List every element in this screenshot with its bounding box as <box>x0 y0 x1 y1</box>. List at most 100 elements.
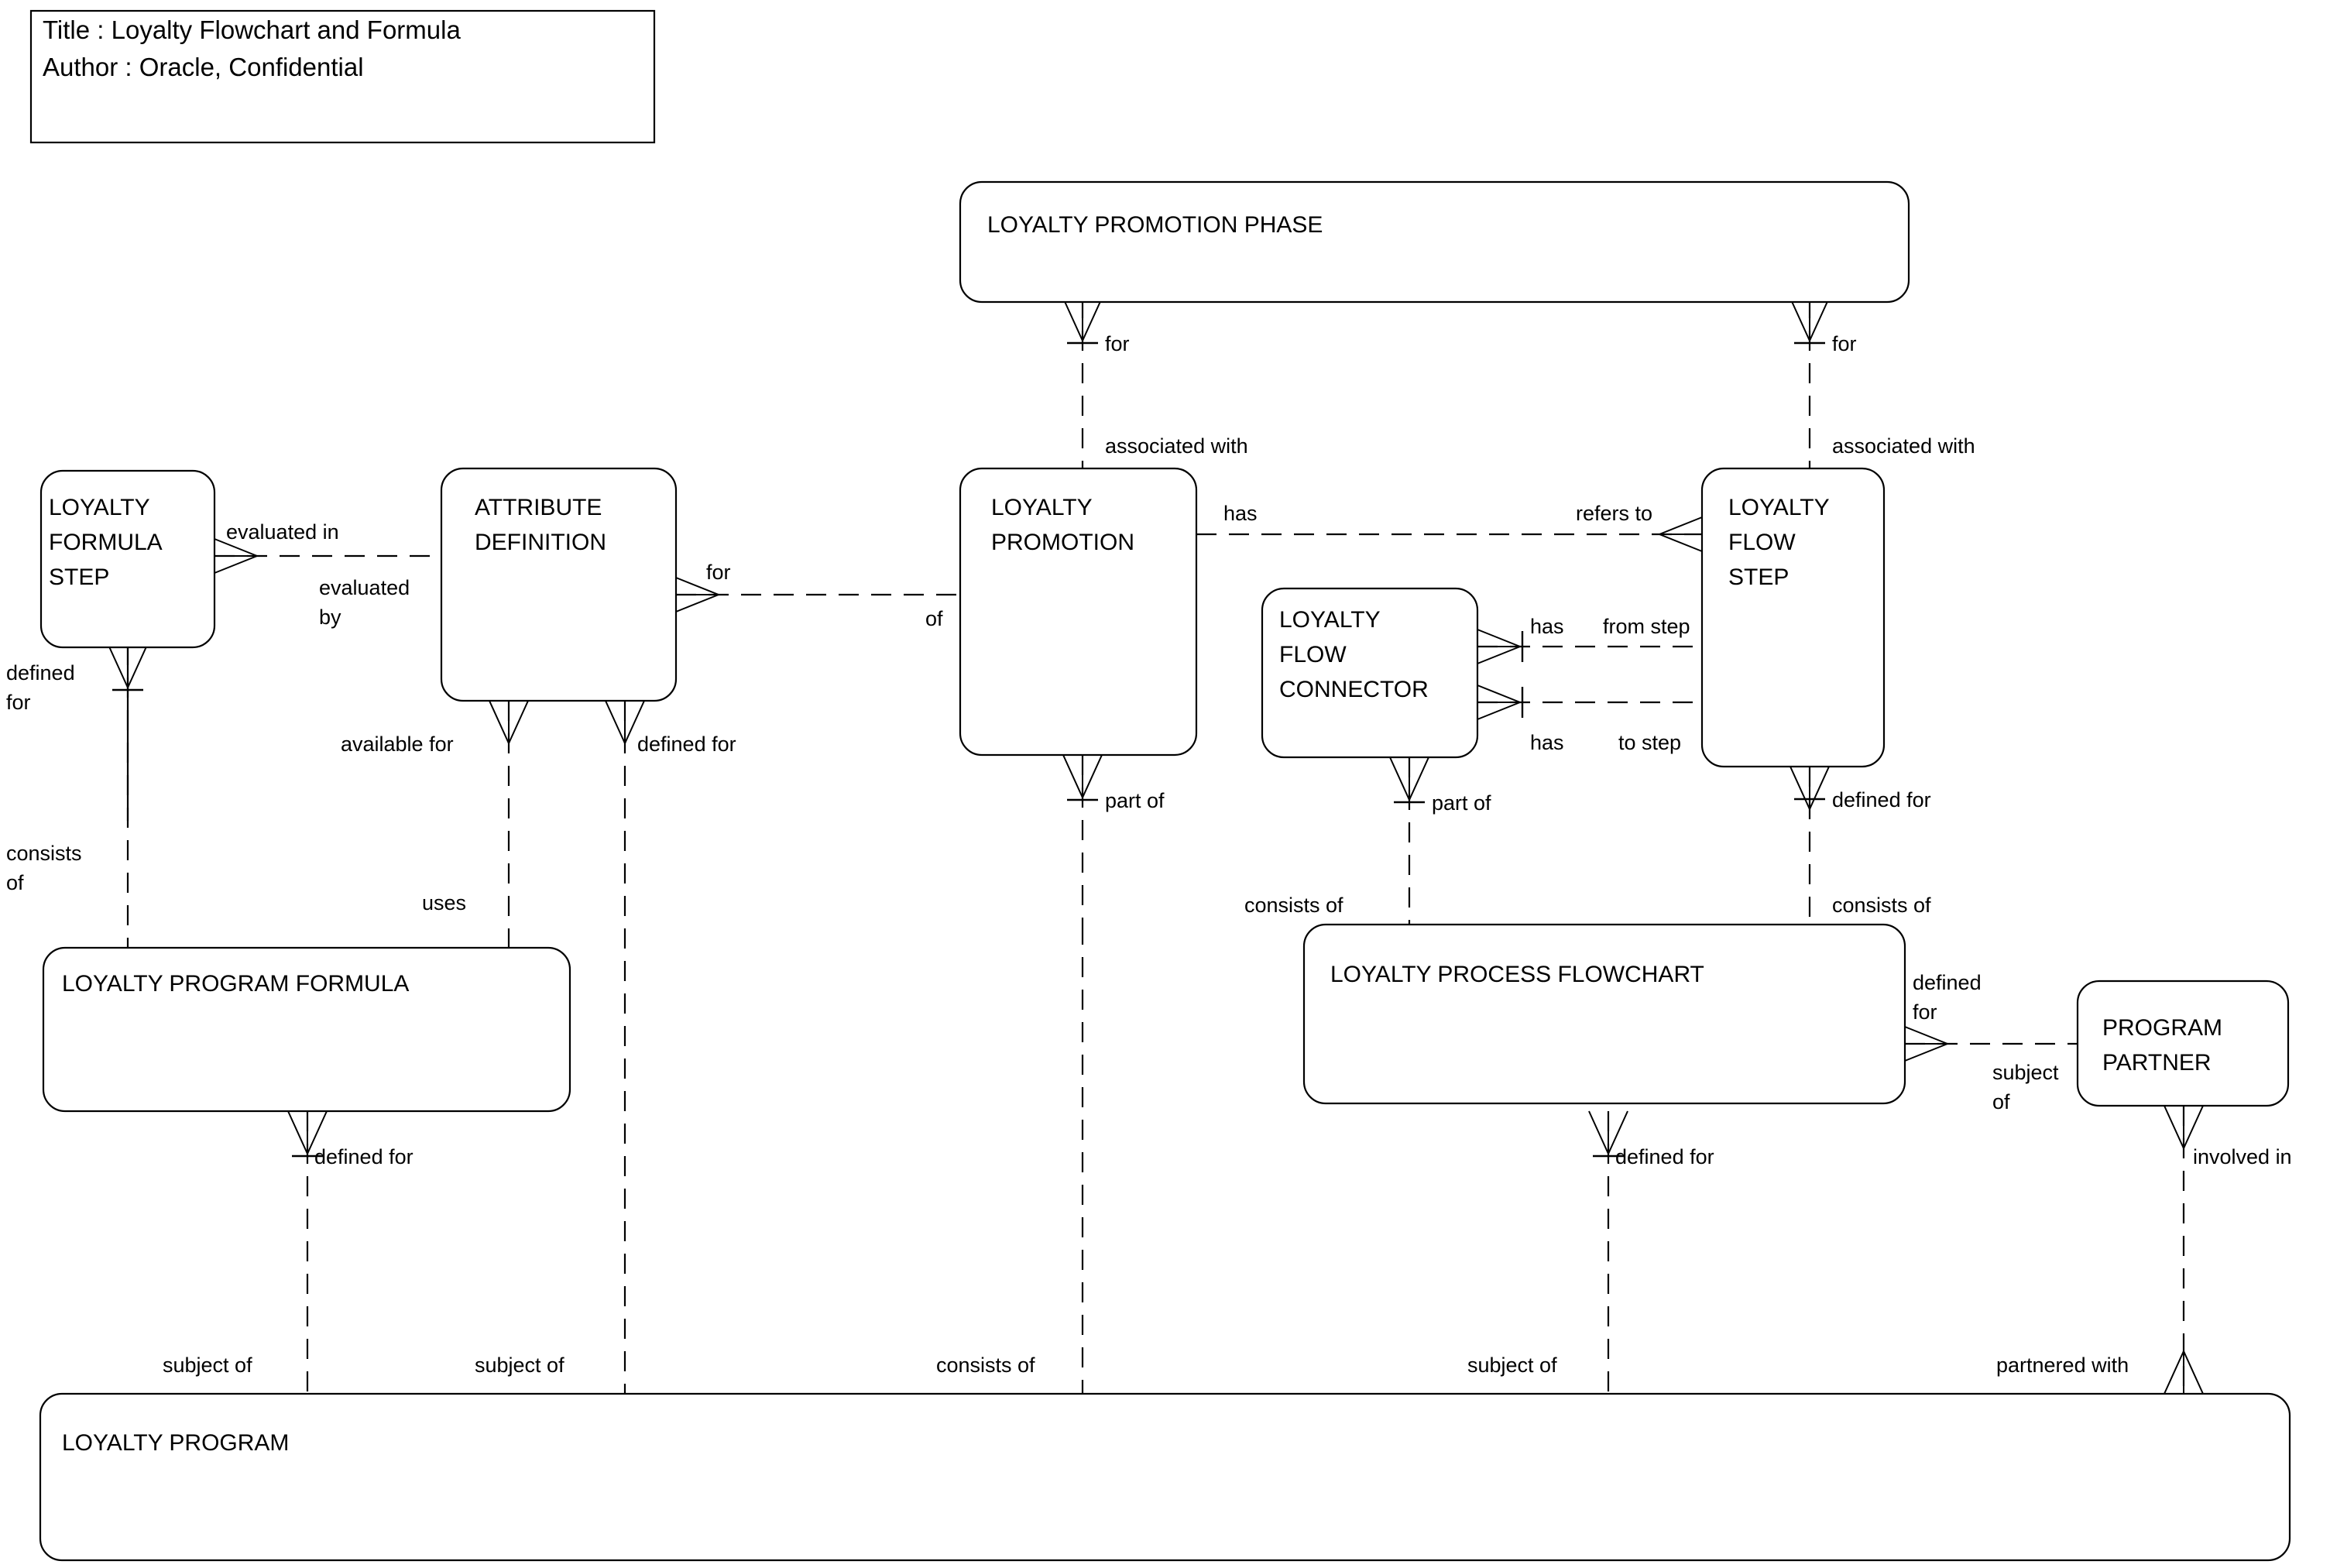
entity-label: LOYALTY PROCESS FLOWCHART <box>1330 962 1704 987</box>
relationship-label-far-1: consists <box>6 842 82 865</box>
relationship-label-far: refers to <box>1576 502 1652 525</box>
entity-box-frame <box>959 467 1198 757</box>
entity-box-frame <box>1700 467 1886 768</box>
crowfoot-icon <box>1389 757 1429 801</box>
entity-box-frame <box>39 1392 2291 1562</box>
relationship-label-far-2: by <box>319 606 341 629</box>
crowfoot-icon <box>1659 516 1703 552</box>
entity-box-frame <box>440 467 678 702</box>
relationship-connector-flowstep-from[interactable]: has from step <box>1477 615 1702 664</box>
entity-loyalty-formula-step[interactable]: LOYALTY FORMULA STEP <box>39 469 216 649</box>
relationship-promotion-flowstep[interactable]: has refers to <box>1196 502 1703 552</box>
crowfoot-icon <box>1790 297 1830 341</box>
crowfoot-icon <box>675 577 719 612</box>
relationship-label-far: consists of <box>936 1354 1035 1377</box>
entity-label-line2: PARTNER <box>2102 1050 2212 1076</box>
relationship-connector-flowstep-to[interactable]: has to step <box>1477 684 1702 754</box>
entity-label-line1: LOYALTY <box>1728 495 1830 520</box>
relationship-label-far: consists of <box>1244 894 1343 917</box>
entity-label-line2: FORMULA <box>49 530 163 555</box>
entity-loyalty-process-flowchart[interactable]: LOYALTY PROCESS FLOWCHART <box>1302 923 1906 1105</box>
relationship-attributedefinition-programformula[interactable]: available for uses <box>341 700 529 948</box>
entity-loyalty-flow-connector[interactable]: LOYALTY FLOW CONNECTOR <box>1261 587 1479 759</box>
crowfoot-icon <box>1477 684 1521 720</box>
relationship-label-far: to step <box>1618 731 1681 754</box>
relationship-label-near-2: for <box>1913 1000 1937 1024</box>
crowfoot-icon <box>1477 629 1521 664</box>
relationship-label-near-1: defined <box>6 661 75 684</box>
entity-loyalty-program-formula[interactable]: LOYALTY PROGRAM FORMULA <box>42 946 571 1113</box>
crowfoot-icon <box>605 700 645 744</box>
entity-box-frame <box>1261 587 1479 759</box>
entity-box-frame <box>959 180 1910 304</box>
entity-label-line1: LOYALTY <box>49 495 150 520</box>
relationship-label-near: evaluated in <box>226 520 339 544</box>
relationship-connector-flowchart[interactable]: part of consists of <box>1244 757 1491 925</box>
entity-label-line2: FLOW <box>1728 530 1796 555</box>
relationship-attributedefinition-promotion[interactable]: for of <box>675 561 960 630</box>
relationship-label-far: partnered with <box>1996 1354 2129 1377</box>
author-line: Author : Oracle, Confidential <box>43 53 364 81</box>
relationship-label-far: associated with <box>1105 434 1248 458</box>
relationship-label-near-2: for <box>6 691 31 714</box>
entity-label-line1: PROGRAM <box>2102 1015 2222 1041</box>
entity-label-line2: PROMOTION <box>991 530 1134 555</box>
relationship-label-near: defined for <box>637 733 736 756</box>
crowfoot-icon <box>489 700 529 744</box>
entity-box-frame <box>2076 980 2290 1107</box>
crowfoot-icon <box>2164 1105 2204 1149</box>
relationship-label-near: defined for <box>1615 1145 1714 1168</box>
relationship-flowchart-program[interactable]: defined for subject of <box>1467 1110 1714 1394</box>
relationship-label-far: consists of <box>1832 894 1931 917</box>
entity-label: LOYALTY PROMOTION PHASE <box>987 212 1323 238</box>
entity-label-line3: CONNECTOR <box>1279 677 1429 702</box>
entity-loyalty-promotion-phase[interactable]: LOYALTY PROMOTION PHASE <box>959 180 1910 304</box>
entity-box-frame <box>39 469 216 649</box>
relationship-label-near: part of <box>1105 789 1165 812</box>
crowfoot-icon <box>1062 754 1103 798</box>
relationship-label-near-1: defined <box>1913 971 1982 994</box>
relationship-label-near: involved in <box>2193 1145 2292 1168</box>
relationship-promotion-flowchart[interactable]: part of <box>1062 754 1165 925</box>
title-line: Title : Loyalty Flowchart and Formula <box>43 15 461 44</box>
relationship-label-near: has <box>1223 502 1258 525</box>
relationship-partner-program[interactable]: involved in partnered with <box>1996 1105 2292 1395</box>
relationship-label-near: part of <box>1432 791 1491 815</box>
relationship-attributedefinition-program[interactable]: defined for subject of <box>475 700 736 1394</box>
entity-label-line3: STEP <box>1728 564 1789 590</box>
entity-loyalty-program[interactable]: LOYALTY PROGRAM <box>39 1392 2291 1562</box>
relationship-formulastep-programformula[interactable]: defined for consists of <box>6 644 148 948</box>
relationship-label-far: associated with <box>1832 434 1975 458</box>
relationship-label-far: subject of <box>475 1354 564 1377</box>
entity-label-line1: LOYALTY <box>1279 607 1381 633</box>
relationship-promotion-program[interactable]: consists of <box>936 925 1084 1394</box>
relationship-formulastep-attributedefinition[interactable]: evaluated in evaluated by <box>214 520 441 629</box>
relationship-flowstep-flowchart[interactable]: defined for consists of <box>1790 766 1931 925</box>
relationship-label-far: subject of <box>163 1354 252 1377</box>
entity-label-line3: STEP <box>49 564 109 590</box>
entity-label-line2: FLOW <box>1279 642 1347 667</box>
crowfoot-icon <box>108 644 148 688</box>
entity-loyalty-promotion[interactable]: LOYALTY PROMOTION <box>959 467 1198 757</box>
entity-box-frame <box>42 946 571 1113</box>
crowfoot-icon <box>1588 1110 1628 1155</box>
relationship-programformula-program[interactable]: defined for subject of <box>163 1110 413 1394</box>
relationship-label-near: for <box>706 561 731 584</box>
entity-loyalty-flow-step[interactable]: LOYALTY FLOW STEP <box>1700 467 1886 768</box>
relationship-flowchart-partner[interactable]: defined for subject of <box>1904 971 2078 1113</box>
relationship-phase-flowstep[interactable]: for associated with <box>1790 297 1975 468</box>
entity-program-partner[interactable]: PROGRAM PARTNER <box>2076 980 2290 1107</box>
relationship-label-near: for <box>1832 332 1857 355</box>
relationship-label-near: available for <box>341 733 454 756</box>
entity-label-line1: ATTRIBUTE <box>475 495 602 520</box>
relationship-label-far-2: of <box>1992 1090 2010 1113</box>
entity-label-line1: LOYALTY <box>991 495 1093 520</box>
entity-box-frame <box>1302 923 1906 1105</box>
crowfoot-icon <box>1904 1026 1948 1062</box>
relationship-label-near: defined for <box>1832 788 1931 811</box>
entity-label: LOYALTY PROGRAM FORMULA <box>62 971 409 997</box>
relationship-phase-promotion[interactable]: for associated with <box>1062 297 1248 468</box>
relationship-label-far: from step <box>1603 615 1690 638</box>
entity-attribute-definition[interactable]: ATTRIBUTE DEFINITION <box>440 467 678 702</box>
